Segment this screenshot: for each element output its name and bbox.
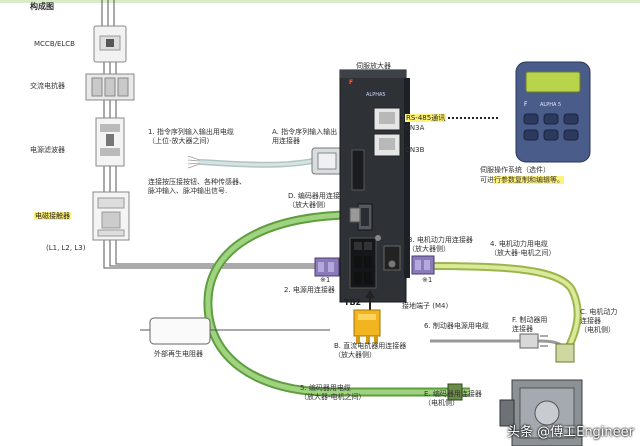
label-cable-4: 4. 电机动力用电缆 （放大器-电机之间） [490,240,556,257]
svg-text:F: F [524,101,528,108]
title-fragment: 构成图 [30,2,54,11]
brake-cable [430,339,568,357]
servo-amplifier: F ALPHA5 [339,69,410,303]
label-cable-5: 5. 编码器用电缆 （放大器-电机之间） [300,384,366,401]
label-cable-6: 6. 制动器电源用电缆 [424,322,489,330]
servo-operator: F ALPHA 5 [515,61,591,163]
label-connector-c: C. 电机动力 连接器 （电机侧） [580,308,618,334]
connector-e [447,383,463,401]
label-contactor: 电磁接触器 [34,212,71,220]
label-cn3a: CN3A [405,124,425,132]
magnetic-contactor [92,191,130,241]
label-connector-b: B. 直流电抗器用连接器 （放大器侧） [334,342,407,359]
connector-f [519,333,548,349]
label-connector-e: E. 编码器用连接器 （电机侧） [424,390,482,407]
label-connector-d: D. 编码器用连接器 （放大器侧） [288,192,347,209]
label-cable-1: 1. 指令序列输入输出用电缆 （上位-放大器之间） [148,128,234,145]
label-phases: (L1, L2, L3) [46,244,86,252]
title-strip [0,0,640,3]
label-mccb: MCCB/ELCB [34,40,75,48]
power-connector-2 [314,257,340,277]
ground-line [386,270,398,294]
connector-b [353,309,381,344]
label-rs485: RS-485通讯 [405,114,447,122]
servo-motor [499,379,583,446]
note-1-right: ※1 [422,276,433,284]
connector-a [311,147,343,175]
label-connector-f: F. 制动器用 连接器 [512,316,548,333]
power-filter [95,117,125,167]
tb2-arrow [365,290,375,312]
label-regen: 外部再生电阻器 [154,350,203,358]
label-tb2: TB2 [344,298,362,307]
label-filter: 电源滤波器 [30,146,65,154]
motor-power-cable [429,262,582,354]
motor-connector-3 [411,255,435,275]
encoder-cable [203,210,470,397]
amp-alpha5-logo: ALPHA5 [366,92,386,98]
label-reactor: 交流电抗器 [30,82,65,90]
watermark: 头条 @傅工Engineer [506,425,634,440]
label-connector-a: A. 指令序列输入输出 用连接器 [272,128,338,145]
ac-reactor [85,73,135,101]
note-1-left: ※1 [320,276,331,284]
connector-c [555,343,575,363]
operator-alpha5-logo: ALPHA 5 [540,102,561,108]
label-ground: 接地端子 (M4) [402,302,449,310]
label-connector-2: 2. 电源用连接器 [284,286,335,294]
mccb-breaker [93,25,127,63]
label-operator-line1: 伺服操作系统（选件） [480,166,550,174]
label-connect-note: 连接按压接按钮、各种传感器、 脉冲输入、脉冲输出信号. [148,178,246,195]
label-connector-3: 3. 电机动力用连接器 （放大器侧） [408,236,473,253]
regen-resistor [140,317,330,345]
label-cn3b: CN3B [405,146,425,154]
svg-text:F: F [349,79,353,86]
connector-d [349,207,361,223]
label-amp-title: 伺服放大器 [356,62,391,70]
command-cable [187,155,319,169]
label-operator-line2: 可进行参数复制和编辑等。 [480,176,564,184]
